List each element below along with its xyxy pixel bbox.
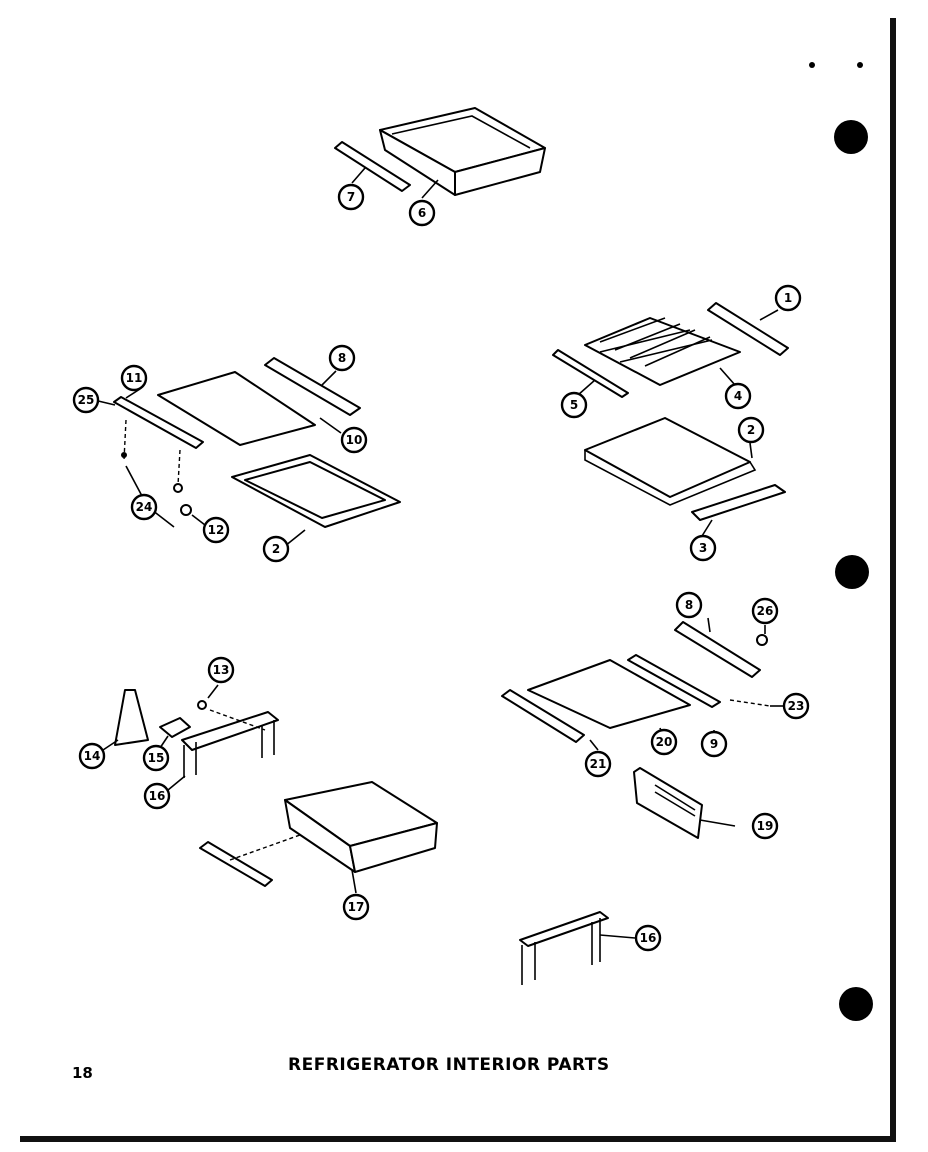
svg-text:6: 6 xyxy=(418,206,426,220)
svg-text:10: 10 xyxy=(346,433,363,447)
part-pan-support-left xyxy=(181,711,279,778)
page-sheet xyxy=(20,18,896,1142)
callout-23: 23 xyxy=(782,692,810,720)
part-drawer xyxy=(284,781,438,873)
callout-20: 20 xyxy=(650,728,678,756)
callout-16: 16 xyxy=(634,924,662,952)
svg-text:25: 25 xyxy=(78,393,95,407)
page-number: 18 xyxy=(72,1064,93,1082)
callout-26: 26 xyxy=(751,597,779,625)
svg-text:11: 11 xyxy=(126,371,143,385)
svg-text:21: 21 xyxy=(590,757,607,771)
callout-12: 12 xyxy=(202,516,230,544)
svg-text:9: 9 xyxy=(710,737,718,751)
svg-text:13: 13 xyxy=(213,663,230,677)
svg-text:24: 24 xyxy=(136,500,153,514)
part-shelf-trim-rear xyxy=(113,396,204,449)
registration-dot xyxy=(809,62,815,68)
callout-17: 17 xyxy=(342,893,370,921)
callout-1: 1 xyxy=(774,284,802,312)
part-crisper-rail xyxy=(334,141,411,192)
callout-4: 4 xyxy=(724,382,752,410)
callout-25: 25 xyxy=(72,386,100,414)
svg-text:14: 14 xyxy=(84,749,101,763)
callout-10: 10 xyxy=(340,426,368,454)
svg-text:16: 16 xyxy=(640,931,657,945)
callout-15: 15 xyxy=(142,744,170,772)
svg-text:23: 23 xyxy=(788,699,805,713)
part-shelf-rail-right xyxy=(707,302,789,356)
svg-text:19: 19 xyxy=(757,819,774,833)
callout-5: 5 xyxy=(560,391,588,419)
callout-21: 21 xyxy=(584,750,612,778)
callout-6: 6 xyxy=(408,199,436,227)
page-title: REFRIGERATOR INTERIOR PARTS xyxy=(288,1055,610,1075)
callout-9: 9 xyxy=(700,730,728,758)
binder-hole xyxy=(835,555,869,589)
svg-text:7: 7 xyxy=(347,190,355,204)
callout-8: 8 xyxy=(328,344,356,372)
svg-text:1: 1 xyxy=(784,291,792,305)
callout-2: 2 xyxy=(737,416,765,444)
part-pan-cover-glass xyxy=(527,659,691,729)
part-shelf-rail-left xyxy=(552,349,629,398)
callout-13: 13 xyxy=(207,656,235,684)
part-wire-shelf xyxy=(584,317,741,386)
part-shelf-support xyxy=(691,484,786,521)
svg-text:5: 5 xyxy=(570,398,578,412)
svg-text:8: 8 xyxy=(338,351,346,365)
svg-text:16: 16 xyxy=(149,789,166,803)
callout-2: 2 xyxy=(262,535,290,563)
part-pan-cover-frame xyxy=(501,689,585,743)
callout-19: 19 xyxy=(751,812,779,840)
part-shelf-frame-right xyxy=(584,417,757,506)
part-drawer-rail xyxy=(199,841,273,887)
part-shelf-trim-front xyxy=(264,357,361,416)
svg-text:8: 8 xyxy=(685,598,693,612)
svg-text:2: 2 xyxy=(747,423,755,437)
svg-text:20: 20 xyxy=(656,735,673,749)
binder-hole xyxy=(839,987,873,1021)
svg-text:12: 12 xyxy=(208,523,225,537)
part-light-socket xyxy=(159,717,191,738)
part-pan-cover-rail-front xyxy=(627,654,721,708)
svg-text:4: 4 xyxy=(734,389,742,403)
binder-hole xyxy=(834,120,868,154)
svg-text:2: 2 xyxy=(272,542,280,556)
part-pan-support xyxy=(519,911,609,985)
part-meat-keeper-cover xyxy=(633,767,703,839)
part-crisper-pan xyxy=(379,107,546,196)
callout-14: 14 xyxy=(78,742,106,770)
svg-text:26: 26 xyxy=(757,604,774,618)
part-light-bulb xyxy=(197,700,207,710)
callout-8: 8 xyxy=(675,591,703,619)
part-pan-cover-rail-rear xyxy=(674,621,761,678)
part-shelf-frame-left xyxy=(231,454,401,528)
part-glass-shelf xyxy=(157,371,316,446)
registration-dot xyxy=(857,62,863,68)
callout-16: 16 xyxy=(143,782,171,810)
svg-text:15: 15 xyxy=(148,751,165,765)
part-light-shield xyxy=(114,689,149,746)
svg-text:3: 3 xyxy=(699,541,707,555)
svg-text:17: 17 xyxy=(348,900,365,914)
callout-24: 24 xyxy=(130,493,158,521)
callout-11: 11 xyxy=(120,364,148,392)
callout-3: 3 xyxy=(689,534,717,562)
callout-7: 7 xyxy=(337,183,365,211)
